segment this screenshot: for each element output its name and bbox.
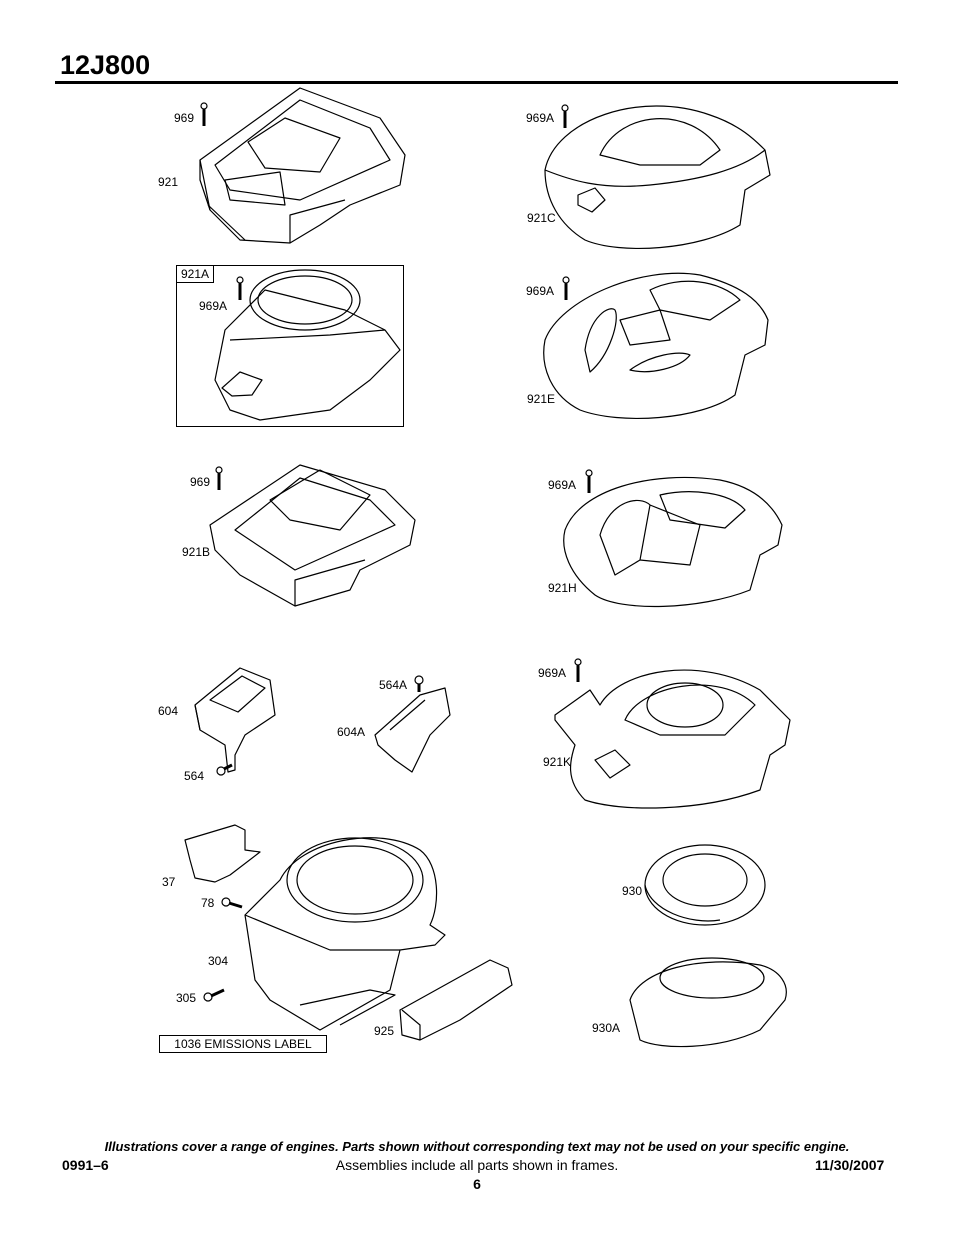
label-969A-e: 969A bbox=[526, 284, 555, 298]
label-925: 925 bbox=[374, 1024, 395, 1038]
bracket-604A-drawing bbox=[374, 687, 451, 773]
cover-921C-drawing bbox=[544, 105, 771, 250]
screw-969A-k-icon bbox=[574, 658, 582, 682]
cover-921K-drawing bbox=[554, 669, 791, 809]
header-rule bbox=[55, 81, 898, 84]
page-number: 6 bbox=[473, 1176, 481, 1192]
label-78: 78 bbox=[201, 896, 215, 910]
screw-564A-icon bbox=[414, 675, 424, 692]
label-604: 604 bbox=[158, 704, 179, 718]
frame-label-921A: 921A bbox=[176, 265, 215, 283]
label-969A-a: 969A bbox=[199, 299, 228, 313]
label-969A-c: 969A bbox=[526, 111, 555, 125]
cover-921E-drawing bbox=[543, 272, 769, 420]
screen-930-drawing bbox=[644, 844, 766, 926]
frame-921A bbox=[176, 265, 404, 427]
label-969A-h: 969A bbox=[548, 478, 577, 492]
screw-564-icon bbox=[216, 763, 233, 776]
label-921H: 921H bbox=[548, 581, 577, 595]
label-305: 305 bbox=[176, 991, 197, 1005]
label-969A-k: 969A bbox=[538, 666, 567, 680]
footer-assemblies: Assemblies include all parts shown in fr… bbox=[335, 1157, 619, 1173]
page-title: 12J800 bbox=[60, 50, 151, 80]
label-564A: 564A bbox=[379, 678, 408, 692]
baffle-37-drawing bbox=[184, 824, 261, 883]
label-604A: 604A bbox=[337, 725, 366, 739]
cover-921B-drawing bbox=[209, 464, 416, 607]
bracket-604-drawing bbox=[194, 667, 276, 773]
screw-969A-h-icon bbox=[585, 469, 593, 493]
screw-305-icon bbox=[203, 988, 225, 1002]
label-564: 564 bbox=[184, 769, 205, 783]
label-37: 37 bbox=[162, 875, 176, 889]
screw-969-b-icon bbox=[215, 466, 223, 490]
footer-date: 11/30/2007 bbox=[815, 1157, 885, 1173]
shroud-925-drawing bbox=[399, 959, 513, 1041]
cover-921-drawing bbox=[199, 87, 406, 244]
label-921C: 921C bbox=[527, 211, 556, 225]
emissions-label: 1036 EMISSIONS LABEL bbox=[159, 1035, 327, 1053]
label-969-b: 969 bbox=[190, 475, 211, 489]
screw-969-icon bbox=[200, 102, 208, 126]
footer-note: Illustrations cover a range of engines. … bbox=[104, 1139, 850, 1154]
label-930A: 930A bbox=[592, 1021, 621, 1035]
label-930: 930 bbox=[622, 884, 643, 898]
screw-78-icon bbox=[221, 897, 243, 909]
housing-304-drawing bbox=[244, 837, 446, 1031]
cover-921A-drawing bbox=[214, 269, 401, 421]
label-921E: 921E bbox=[527, 392, 556, 406]
cover-921H-drawing bbox=[563, 476, 783, 608]
screw-969A-c-icon bbox=[561, 104, 569, 128]
label-921: 921 bbox=[158, 175, 179, 189]
label-921B: 921B bbox=[182, 545, 211, 559]
screen-930A-drawing bbox=[629, 957, 787, 1048]
label-921K: 921K bbox=[543, 755, 572, 769]
screw-969A-e-icon bbox=[562, 276, 570, 300]
label-969: 969 bbox=[174, 111, 195, 125]
label-304: 304 bbox=[208, 954, 229, 968]
footer-code: 0991–6 bbox=[62, 1157, 109, 1173]
